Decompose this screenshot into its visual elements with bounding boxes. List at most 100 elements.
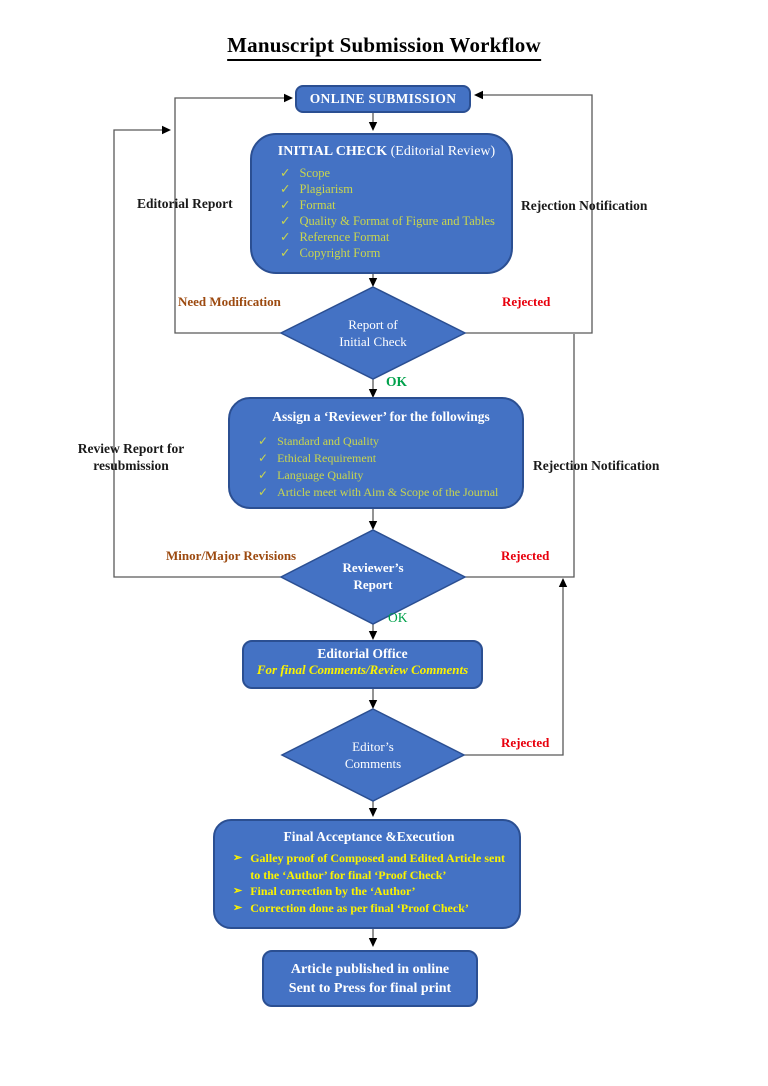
published-line1: Article published in online — [290, 961, 450, 977]
item-text: Ethical Requirement — [277, 451, 377, 465]
check-icon: ✓ — [280, 230, 291, 244]
arrowhead-to-editorial-office — [368, 631, 378, 640]
check-icon: ✓ — [280, 246, 291, 260]
list-item: ➢ Correction done as per final ‘Proof Che… — [233, 900, 513, 917]
item-text: Article meet with Aim & Scope of the Jou… — [277, 485, 499, 499]
check-icon: ✓ — [258, 434, 269, 448]
item-text: Copyright Form — [299, 246, 381, 260]
editors-comments-diamond — [280, 708, 466, 802]
item-text: Format — [299, 198, 336, 212]
list-item: ➢ Galley proof of Composed and Edited Art… — [233, 850, 513, 883]
item-text: Standard and Quality — [277, 434, 380, 448]
list-item: ➢ Final correction by the ‘Author’ — [233, 883, 513, 900]
list-item: ✓ Ethical Requirement — [258, 450, 516, 467]
diamond-line2: Initial Check — [339, 334, 407, 349]
initial-check-node: INITIAL CHECK (Editorial Review) ✓ Scope … — [250, 133, 513, 274]
review-report-line1: Review Report for — [77, 441, 185, 456]
item-text: Final correction by the ‘Author’ — [250, 884, 416, 898]
diamond-line2: Comments — [344, 756, 402, 771]
editorial-report-label: Editorial Report — [137, 196, 233, 211]
rejected-line-2 — [465, 334, 575, 578]
published-line2: Sent to Press for final print — [288, 980, 452, 996]
check-icon: ✓ — [258, 468, 269, 482]
list-item: ✓ Plagiarism — [280, 181, 505, 197]
review-report-label: Review Report for resubmission — [67, 440, 195, 474]
diamond-line1: Reviewer’s — [342, 560, 404, 575]
item-text: Plagiarism — [299, 182, 353, 196]
list-item: ✓ Copyright Form — [280, 245, 505, 261]
arrowhead-to-published-box — [368, 938, 378, 947]
final-acceptance-node: Final Acceptance &Execution ➢ Galley proo… — [213, 819, 521, 929]
reviewers-report-label: Reviewer’s Report — [308, 559, 438, 593]
list-item: ✓ Scope — [280, 165, 505, 181]
diamond-line1: Editor’s — [352, 739, 394, 754]
arrowhead-rejected-join — [558, 578, 568, 587]
rejection-notification-label-1: Rejection Notification — [521, 198, 648, 213]
item-text: Correction done as per final ‘Proof Chec… — [250, 900, 469, 915]
check-icon: ✓ — [280, 182, 291, 196]
check-icon: ✓ — [280, 198, 291, 212]
arrow-bullet-icon: ➢ — [233, 885, 243, 897]
decision-diamonds — [279, 286, 467, 802]
arrowhead-to-initial-check — [368, 122, 378, 131]
ok-label-1: OK — [386, 374, 408, 389]
diamond-line2: Report — [353, 577, 393, 592]
list-item: ✓ Reference Format — [280, 229, 505, 245]
need-modification-label: Need Modification — [178, 294, 281, 309]
report-of-initial-check-diamond — [279, 286, 467, 380]
check-icon: ✓ — [280, 166, 291, 180]
arrowhead-to-report-diamond — [368, 278, 378, 287]
item-text: Reference Format — [299, 230, 390, 244]
rejected-line-3 — [464, 586, 564, 756]
item-text: Language Quality — [277, 468, 364, 482]
initial-check-list: ✓ Scope ✓ Plagiarism ✓ Format ✓ Quality & Fo… — [268, 165, 505, 261]
initial-check-title-bold: INITIAL CHECK — [277, 144, 388, 159]
list-item: ✓ Standard and Quality — [258, 433, 516, 450]
editorial-office-subtitle: For final Comments/Review Comments — [256, 662, 469, 677]
arrowhead-resubmission-join — [162, 125, 171, 135]
resubmission-return-line — [113, 129, 281, 578]
assign-reviewer-title: Assign a ‘Reviewer’ for the followings — [272, 409, 490, 424]
editorial-office-node: Editorial Office For final Comments/Revi… — [242, 640, 483, 689]
assign-reviewer-list: ✓ Standard and Quality ✓ Ethical Requireme… — [246, 433, 516, 501]
arrowhead-to-reviewer-diamond — [368, 521, 378, 530]
initial-check-title: INITIAL CHECK (Editorial Review) — [268, 144, 505, 160]
list-item: ✓ Language Quality — [258, 467, 516, 484]
need-modification-return-line — [174, 97, 286, 334]
arrow-bullet-icon: ➢ — [233, 852, 243, 864]
arrow-bullet-icon: ➢ — [233, 901, 243, 914]
rejected-label-2: Rejected — [501, 548, 550, 563]
check-icon: ✓ — [258, 485, 269, 499]
arrowhead-to-editors-diamond — [368, 700, 378, 709]
list-item: ✓ Article meet with Aim & Scope of the Jo… — [258, 484, 516, 501]
final-acceptance-list: ➢ Galley proof of Composed and Edited Art… — [225, 850, 513, 916]
rejected-label-1: Rejected — [502, 294, 551, 309]
rejection-notification-label-2: Rejection Notification — [533, 458, 660, 473]
arrowhead-to-final-box — [368, 808, 378, 817]
check-icon: ✓ — [280, 214, 291, 228]
online-submission-label: ONLINE SUBMISSION — [309, 91, 457, 106]
item-text: Scope — [299, 166, 331, 180]
ok-label-2: OK — [388, 610, 408, 625]
initial-check-title-rest: (Editorial Review) — [387, 144, 496, 159]
list-item: ✓ Quality & Format of Figure and Tables — [280, 213, 505, 229]
page-title: Manuscript Submission Workflow — [227, 33, 541, 61]
arrowhead-to-assign-box — [368, 389, 378, 398]
report-of-initial-check-label: Report of Initial Check — [308, 316, 438, 350]
minor-major-revisions-label: Minor/Major Revisions — [166, 548, 297, 563]
arrowhead-into-online-right — [474, 90, 483, 100]
final-acceptance-title: Final Acceptance &Execution — [283, 829, 455, 844]
reviewers-report-diamond — [279, 529, 467, 625]
editorial-office-title: Editorial Office — [317, 646, 408, 661]
item-text: Galley proof of Composed and Edited Arti… — [250, 851, 505, 882]
check-icon: ✓ — [258, 451, 269, 465]
diamond-line1: Report of — [348, 317, 398, 332]
item-text: Quality & Format of Figure and Tables — [299, 214, 495, 228]
editors-comments-label: Editor’s Comments — [308, 738, 438, 772]
rejected-line-1 — [465, 94, 593, 334]
list-item: ✓ Format — [280, 197, 505, 213]
online-submission-node: ONLINE SUBMISSION — [295, 85, 471, 113]
arrowheads — [162, 90, 568, 947]
